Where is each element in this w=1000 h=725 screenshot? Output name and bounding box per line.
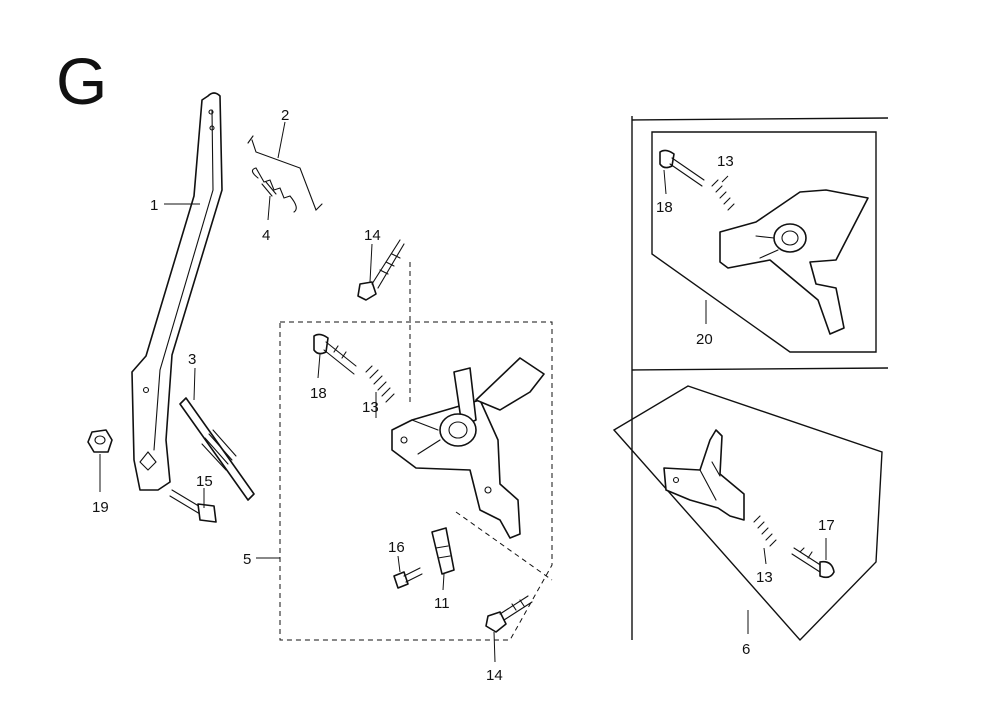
callout-14-top: 14	[364, 227, 381, 244]
clip-part-11	[431, 527, 455, 575]
callout-1: 1	[150, 197, 158, 214]
assembly-box-part-20	[631, 116, 889, 640]
spring-part-13-left	[365, 365, 395, 403]
callout-6: 6	[742, 641, 750, 658]
flange-bolt-part-14-top	[357, 239, 405, 301]
callout-13-box5: 13	[362, 399, 379, 416]
callout-13-box6: 13	[756, 569, 773, 586]
bolt-part-18-left	[313, 333, 357, 375]
section-letter: G	[56, 44, 107, 118]
callout-20: 20	[696, 331, 713, 348]
nut-part-19	[87, 429, 113, 453]
spring-part-4	[251, 167, 297, 213]
callout-4: 4	[262, 227, 270, 244]
callout-15: 15	[196, 473, 213, 490]
control-lever-part-1	[131, 92, 223, 491]
bolt-part-15	[169, 489, 217, 523]
flange-bolt-part-14-bottom	[485, 595, 533, 633]
callout-19: 19	[92, 499, 109, 516]
control-plate-assembly	[391, 357, 545, 539]
callout-labels: 1 2 3 4 5 6 11 13 13 13 14 14 15 16 17 1…	[92, 107, 835, 684]
callout-14-bottom: 14	[486, 667, 503, 684]
callout-13-box20: 13	[717, 153, 734, 170]
callout-3: 3	[188, 351, 196, 368]
rod-part-3	[179, 397, 255, 501]
screw-part-16	[393, 567, 423, 589]
callout-11: 11	[434, 595, 450, 612]
callout-18-box5: 18	[310, 385, 327, 402]
callout-17: 17	[818, 517, 835, 534]
callout-18-box20: 18	[656, 199, 673, 216]
callout-2: 2	[281, 107, 289, 124]
assembly-box-part-6	[612, 385, 883, 642]
leader-lines	[99, 121, 827, 663]
assembly-box-part-5	[279, 262, 553, 641]
callout-16: 16	[388, 539, 405, 556]
callout-5: 5	[243, 551, 251, 568]
throttle-rod-part-2	[247, 135, 323, 211]
